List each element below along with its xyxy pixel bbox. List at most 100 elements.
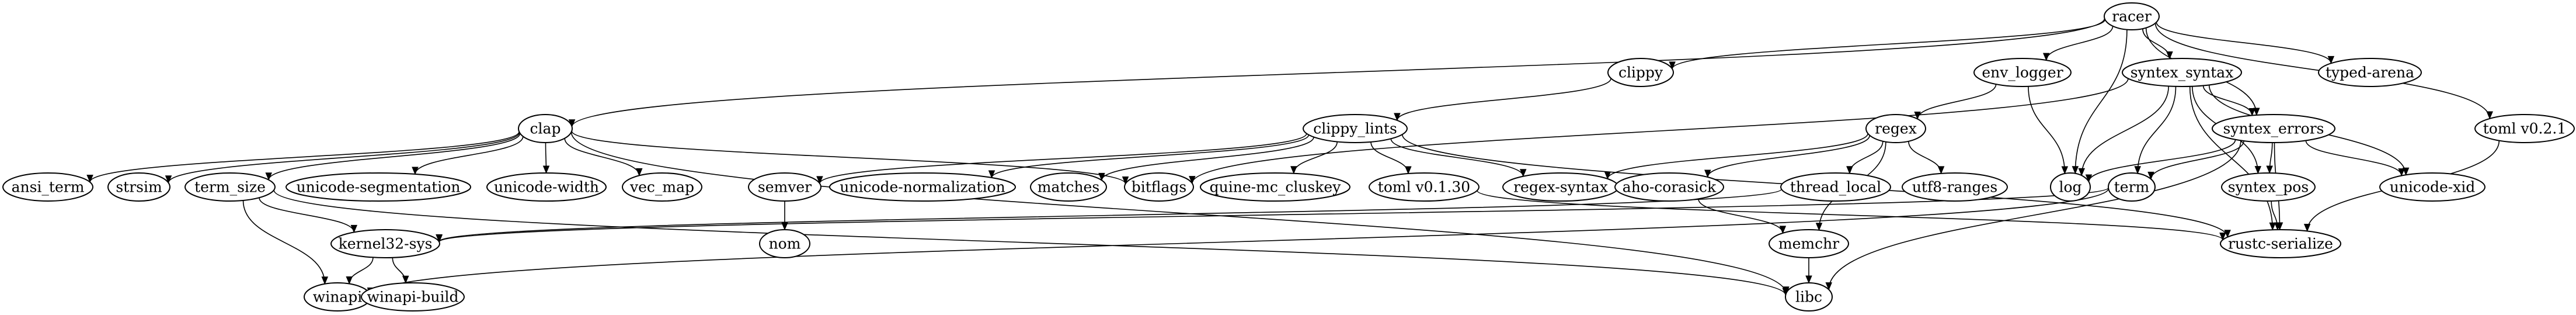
node-nom[interactable]: nom (759, 229, 810, 258)
node-label: vec_map (629, 179, 694, 196)
edge-arrowhead (1604, 171, 1611, 180)
node-ellipse (1785, 282, 1833, 311)
node-label: thread_local (1790, 179, 1881, 196)
edge-clippy_lints-to-quine_mc_cluskey (1290, 141, 1338, 175)
node-ellipse (185, 172, 276, 202)
edge-line (1707, 135, 1871, 178)
node-unicode-normalization[interactable]: unicode-normalization (829, 172, 1016, 202)
node-log[interactable]: log (2050, 172, 2091, 202)
edge-arrowhead (2274, 222, 2281, 231)
node-unicode-width[interactable]: unicode-width (486, 172, 607, 202)
node-label: syntex_syntax (2131, 64, 2234, 81)
edge-line (392, 257, 406, 283)
edge-line (168, 132, 520, 183)
node-regex[interactable]: regex (1865, 114, 1926, 143)
node-typed-arena[interactable]: typed-arena (2318, 58, 2422, 87)
edge-arrowhead (2248, 108, 2255, 116)
node-env-logger[interactable]: env_logger (1973, 58, 2072, 87)
node-aho-corasick[interactable]: aho-corasick (1614, 172, 1724, 202)
edge-line (1828, 140, 2241, 290)
node-matches[interactable]: matches (1030, 172, 1107, 202)
edge-line (991, 134, 1310, 178)
node-racer[interactable]: racer (2104, 2, 2160, 30)
edge-regex-to-utf8_ranges (1908, 141, 1945, 175)
edge-clap-to-unicode_segmentation (412, 136, 524, 175)
node-strsim[interactable]: strsim (107, 172, 170, 202)
edge-arrowhead (2078, 168, 2086, 176)
edge-arrowhead (1805, 275, 1812, 284)
node-regex-syntax[interactable]: regex-syntax (1502, 172, 1619, 202)
edge-clap-to-libc (570, 131, 1790, 295)
edge-arrowhead (2072, 166, 2079, 175)
edge-line (1849, 141, 1884, 174)
node-unicode-segmentation[interactable]: unicode-segmentation (286, 172, 471, 202)
node-label: syntex_pos (2228, 179, 2309, 196)
node-label: syntex_errors (2223, 120, 2324, 137)
node-winapi[interactable]: winapi (304, 282, 371, 311)
edge-arrowhead (2269, 222, 2276, 231)
edge-line (2088, 139, 2236, 182)
node-kernel32-sys[interactable]: kernel32-sys (330, 229, 440, 258)
edge-line (273, 190, 1787, 296)
node-ellipse (1607, 58, 1674, 87)
node-ellipse (2221, 172, 2316, 202)
node-clippy-lints[interactable]: clippy_lints (1303, 114, 1408, 143)
node-term[interactable]: term (2108, 172, 2156, 202)
node-label: unicode-normalization (840, 179, 1005, 196)
node-term-size[interactable]: term_size (185, 172, 276, 202)
node-toml-0130[interactable]: toml v0.1.30 (1369, 172, 1480, 202)
node-ellipse (361, 282, 465, 311)
node-rustc-serialize[interactable]: rustc-serialize (2220, 229, 2341, 258)
node-label: typed-arena (2326, 64, 2414, 81)
edge-arrowhead (165, 175, 172, 184)
node-unicode-xid[interactable]: unicode-xid (2379, 172, 2486, 202)
node-label: winapi-build (367, 289, 459, 306)
edge-kernel32_sys-to-winapi (346, 257, 374, 285)
node-clap[interactable]: clap (518, 114, 573, 143)
node-utf8-ranges[interactable]: utf8-ranges (1902, 172, 2008, 202)
node-thread-local[interactable]: thread_local (1780, 172, 1891, 202)
node-bitflags[interactable]: bitflags (1124, 172, 1194, 202)
edge-line (564, 138, 640, 176)
nodes-layer: racer clippy env_logger syntex_syntax typed-… (2, 2, 2575, 311)
node-libc[interactable]: libc (1785, 282, 1833, 311)
node-syntex-errors[interactable]: syntex_errors (2212, 114, 2335, 143)
node-semver[interactable]: semver (748, 172, 821, 202)
node-label: ansi_term (12, 179, 85, 196)
edge-arrowhead (1519, 169, 1527, 178)
node-ansi-term[interactable]: ansi_term (2, 172, 93, 202)
node-clippy[interactable]: clippy (1607, 58, 1674, 87)
node-label: racer (2112, 8, 2152, 25)
node-label: clippy_lints (1313, 120, 1397, 137)
edge-clippy_lints-to-unicode_normalization (988, 134, 1310, 179)
edge-line (415, 136, 524, 175)
node-ellipse (1780, 172, 1891, 202)
edge-line (1908, 141, 1942, 174)
node-label: unicode-width (494, 179, 599, 196)
edge-arrowhead (1098, 172, 1105, 181)
node-label: log (2059, 179, 2081, 196)
node-quine-mc-cluskey[interactable]: quine-mc_cluskey (1200, 172, 1350, 202)
edge-clap-to-vec_map (564, 138, 643, 176)
edge-arrowhead (86, 175, 93, 183)
edge-arrowhead (1815, 223, 1823, 231)
edge-arrowhead (346, 276, 353, 285)
edge-arrowhead (2147, 171, 2154, 180)
edge-line (1672, 19, 2105, 70)
edge-arrowhead (2253, 108, 2260, 116)
node-vec-map[interactable]: vec_map (622, 172, 702, 202)
edge-syntex_syntax-to-log (2078, 86, 2169, 176)
node-winapi-build[interactable]: winapi-build (361, 282, 465, 311)
edge-line (370, 188, 2109, 295)
edge-arrowhead (1779, 226, 1787, 234)
node-ellipse (1865, 114, 1926, 143)
node-syntex-pos[interactable]: syntex_pos (2221, 172, 2316, 202)
node-syntex-syntax[interactable]: syntex_syntax (2122, 58, 2242, 87)
node-label: unicode-xid (2390, 179, 2476, 196)
node-toml-021[interactable]: toml v0.2.1 (2474, 114, 2575, 143)
node-memchr[interactable]: memchr (1769, 229, 1849, 258)
node-label: matches (1038, 179, 1099, 196)
edge-line (1397, 78, 1611, 121)
node-label: utf8-ranges (1912, 179, 1997, 196)
node-ellipse (1200, 172, 1350, 202)
